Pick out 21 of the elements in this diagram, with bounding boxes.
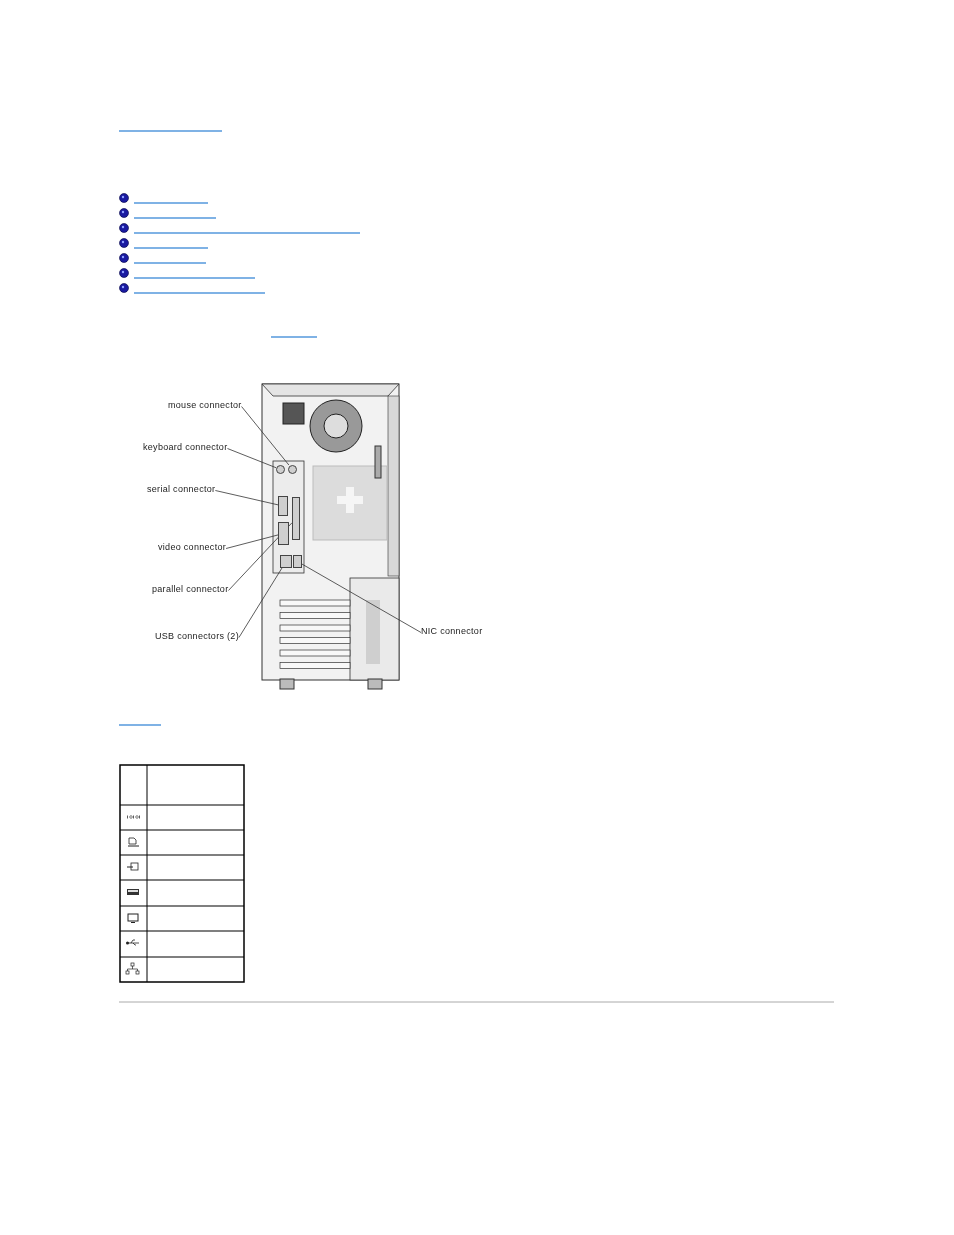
callout-label: NIC connector [421, 626, 483, 637]
leader-line [225, 534, 279, 549]
port-socket [278, 522, 289, 545]
port-circle [276, 465, 285, 474]
leader-line [228, 522, 293, 591]
callout-label: mouse connector [168, 400, 242, 411]
leader-line [241, 406, 290, 466]
leader-line [227, 448, 277, 469]
callout-label: parallel connector [152, 584, 229, 595]
port-socket [293, 555, 302, 568]
leader-line [301, 563, 422, 633]
callout-label: USB connectors (2) [155, 631, 239, 642]
port-socket [278, 496, 288, 516]
port-socket [280, 555, 292, 568]
callout-label: video connector [158, 542, 227, 553]
port-socket [292, 497, 300, 540]
port-circle [288, 465, 297, 474]
leader-line [214, 490, 279, 506]
callout-label: keyboard connector [143, 442, 228, 453]
callout-label: serial connector [147, 484, 216, 495]
leader-line [238, 567, 283, 638]
